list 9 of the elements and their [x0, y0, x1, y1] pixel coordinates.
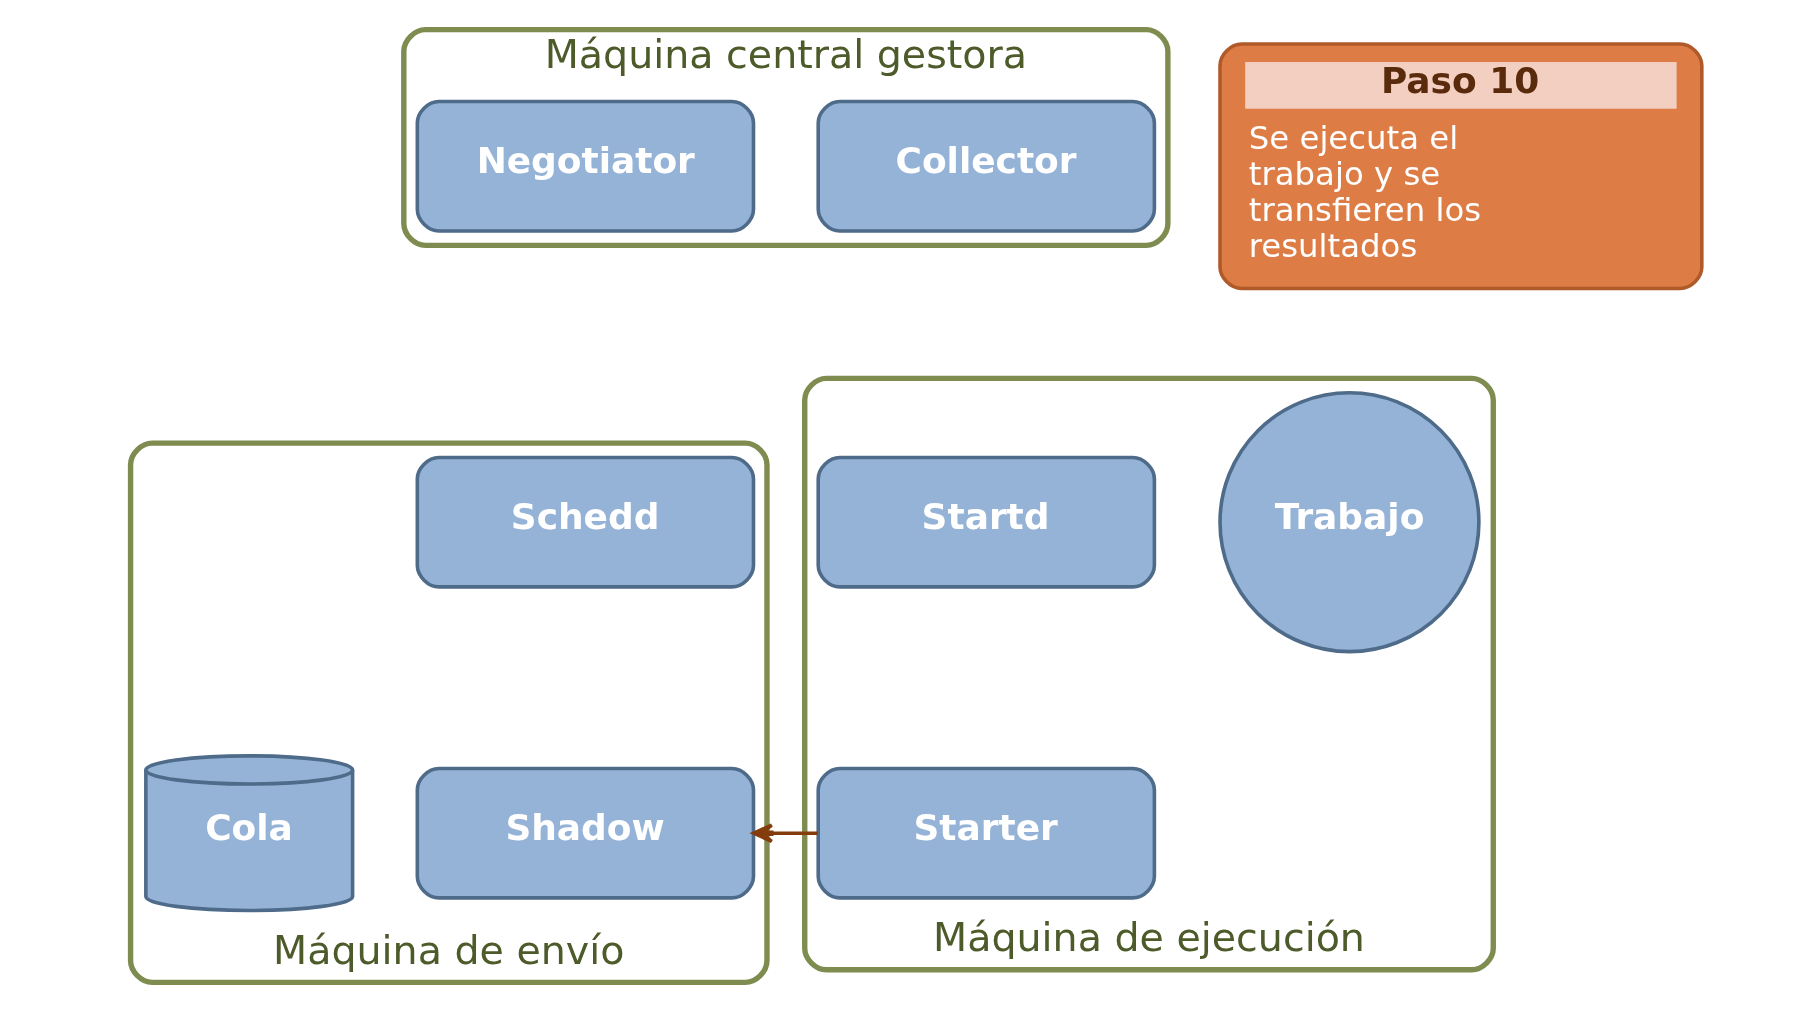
- node-box: Paso 10 Se ejecuta el trabajo y se transfieren los resultados: [1218, 42, 1704, 291]
- node-box: Negotiator: [415, 99, 756, 233]
- arrow: [751, 823, 818, 844]
- node-box: Schedd: [415, 455, 756, 589]
- node-box: Startd: [816, 455, 1157, 589]
- node-box: Starter: [816, 766, 1157, 900]
- node-box: Collector: [816, 99, 1157, 233]
- node-circle: Trabajo: [1218, 390, 1481, 654]
- node-box: Shadow: [415, 766, 756, 900]
